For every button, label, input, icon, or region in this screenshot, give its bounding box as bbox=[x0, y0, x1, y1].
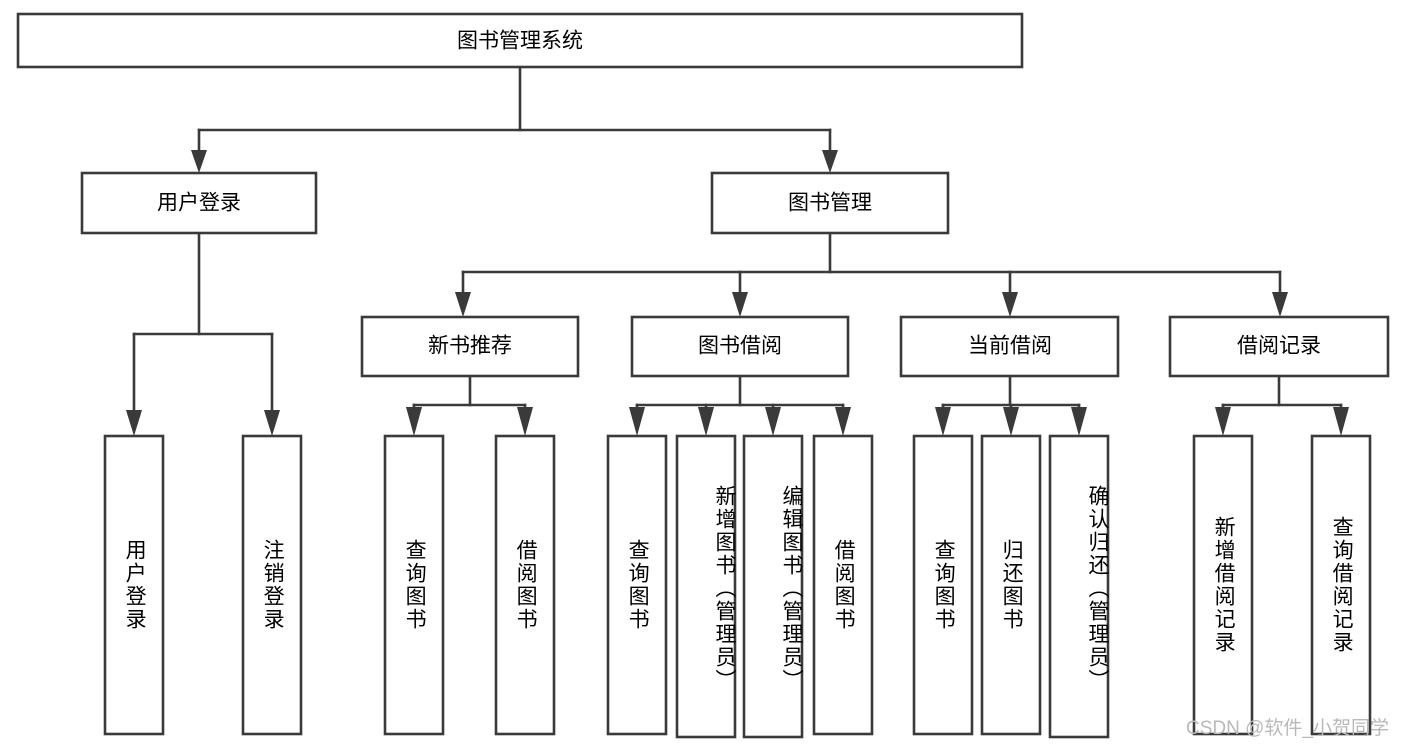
node-book-management-label: 图书管理 bbox=[788, 192, 872, 215]
leaf-box-user-login-2[interactable] bbox=[241, 434, 303, 736]
node-borrow-record[interactable] bbox=[1168, 315, 1390, 378]
arrowhead-user-login bbox=[191, 150, 207, 173]
node-new-book-recommend-label: 新书推荐 bbox=[428, 335, 512, 358]
arrowhead-current-borrow bbox=[1002, 292, 1018, 317]
node-current-borrow-label: 当前借阅 bbox=[968, 335, 1052, 358]
arrowhead-book-borrow-leaf4 bbox=[835, 407, 851, 436]
arrowhead-current-borrow-leaf1 bbox=[935, 407, 951, 436]
leaf-box-current-borrow-3[interactable] bbox=[1048, 434, 1110, 739]
arrowhead-current-borrow-leaf3 bbox=[1071, 407, 1087, 436]
arrowhead-user-login-leaf1 bbox=[126, 410, 142, 436]
node-user-login[interactable] bbox=[80, 171, 318, 235]
node-user-login-label: 用户登录 bbox=[157, 192, 241, 215]
leaf-box-book-borrow-2[interactable] bbox=[675, 434, 737, 739]
leaf-box-book-borrow-3[interactable] bbox=[742, 434, 804, 739]
arrowhead-new-book-leaf1 bbox=[406, 407, 422, 436]
node-borrow-record-label: 借阅记录 bbox=[1237, 335, 1321, 358]
csdn-watermark: CSDN @软件_小贺同学 bbox=[1186, 718, 1389, 739]
arrowhead-book-borrow-leaf1 bbox=[629, 407, 645, 436]
node-root-system[interactable] bbox=[16, 12, 1024, 69]
arrowhead-new-book-leaf2 bbox=[517, 407, 533, 436]
node-new-book-recommend[interactable] bbox=[360, 315, 580, 378]
arrowhead-borrow-record bbox=[1272, 292, 1288, 317]
arrowhead-current-borrow-leaf2 bbox=[1003, 407, 1019, 436]
leaf-box-current-borrow-2[interactable] bbox=[980, 434, 1042, 736]
node-current-borrow[interactable] bbox=[899, 315, 1120, 378]
leaf-box-user-login-1[interactable] bbox=[103, 434, 165, 736]
arrowhead-book-borrow-leaf3 bbox=[765, 407, 781, 436]
arrowhead-new-book bbox=[455, 292, 471, 317]
arrowhead-borrow-record-leaf1 bbox=[1215, 407, 1231, 436]
arrowhead-book-mgmt bbox=[822, 150, 838, 173]
leaf-box-book-borrow-1[interactable] bbox=[606, 434, 668, 736]
node-book-management[interactable] bbox=[710, 171, 950, 235]
leaf-box-current-borrow-1[interactable] bbox=[912, 434, 974, 736]
node-book-borrow[interactable] bbox=[630, 315, 850, 378]
arrowhead-book-borrow bbox=[732, 292, 748, 317]
arrowhead-user-login-leaf2 bbox=[264, 410, 280, 436]
leaf-box-book-borrow-4[interactable] bbox=[812, 434, 874, 736]
leaf-box-new-book-1[interactable] bbox=[383, 434, 445, 736]
arrowhead-borrow-record-leaf2 bbox=[1333, 407, 1349, 436]
node-book-borrow-label: 图书借阅 bbox=[698, 335, 782, 358]
leaf-box-borrow-record-2[interactable] bbox=[1310, 434, 1372, 736]
arrowhead-book-borrow-leaf2 bbox=[698, 407, 714, 436]
leaf-box-new-book-2[interactable] bbox=[494, 434, 556, 736]
leaf-box-borrow-record-1[interactable] bbox=[1192, 434, 1254, 736]
node-root-system-label: 图书管理系统 bbox=[457, 30, 583, 53]
